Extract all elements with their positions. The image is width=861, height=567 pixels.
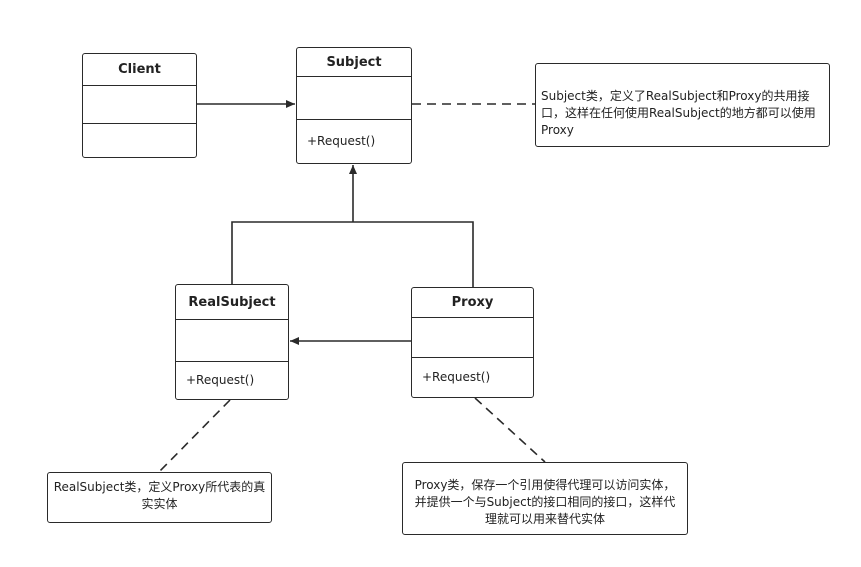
proxy-class[interactable]: Proxy +Request()	[411, 287, 534, 398]
proxy-note[interactable]: Proxy类，保存一个引用使得代理可以访问实体，并提供一个与Subject的接口…	[402, 462, 688, 535]
realsubject-note[interactable]: RealSubject类，定义Proxy所代表的真实实体	[47, 472, 272, 523]
realsubject-note-text: RealSubject类，定义Proxy所代表的真实实体	[53, 480, 266, 511]
client-class[interactable]: Client	[82, 53, 197, 158]
proxy-operation: +Request()	[422, 370, 491, 384]
realsubject-class-name: RealSubject	[176, 285, 288, 320]
realsubject-note-anchor	[159, 399, 231, 472]
subject-note[interactable]: Subject类，定义了RealSubject和Proxy的共用接口，这样在任何…	[535, 63, 830, 147]
proxy-attributes	[412, 318, 533, 358]
proxy-class-name: Proxy	[412, 288, 533, 318]
subject-operation: +Request()	[307, 134, 376, 148]
subject-class-name: Subject	[297, 48, 411, 77]
subject-attributes	[297, 77, 411, 120]
proxy-note-text: Proxy类，保存一个引用使得代理可以访问实体，并提供一个与Subject的接口…	[414, 478, 676, 526]
subject-class[interactable]: Subject +Request()	[296, 47, 412, 164]
client-class-name: Client	[83, 54, 196, 86]
realsubject-attributes	[176, 320, 288, 362]
client-attributes	[83, 86, 196, 124]
proxy-inherit-line	[353, 221, 474, 287]
subject-note-text: Subject类，定义了RealSubject和Proxy的共用接口，这样在任何…	[541, 89, 816, 137]
realsubject-operation: +Request()	[186, 373, 255, 387]
proxy-note-anchor	[474, 397, 546, 463]
realsubject-class[interactable]: RealSubject +Request()	[175, 284, 289, 400]
client-operations	[83, 124, 196, 155]
realsubject-inherit-line	[231, 221, 353, 284]
